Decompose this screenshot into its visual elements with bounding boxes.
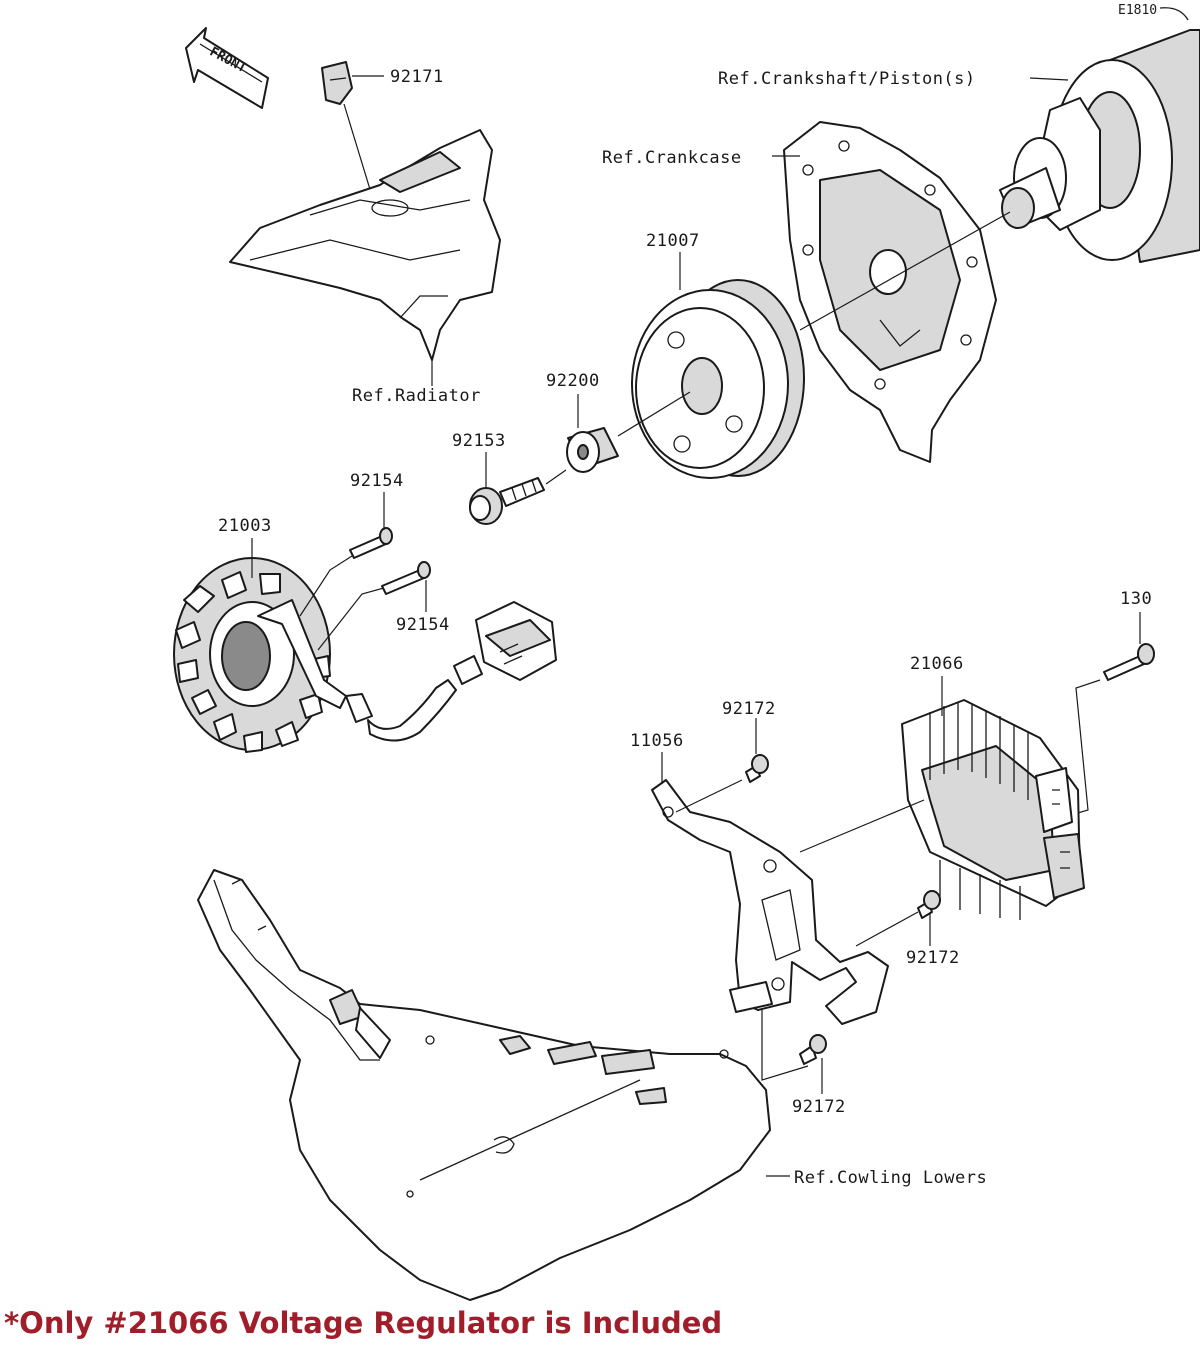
label-92172-bottom: 92172 [792, 1097, 846, 1117]
label-92200: 92200 [546, 371, 600, 391]
rotor-21007 [631, 279, 805, 479]
label-21066: 21066 [910, 654, 964, 674]
screw-92154-top [349, 527, 393, 559]
crankcase [783, 121, 997, 463]
radiator-shroud [229, 129, 501, 361]
label-92154-lower: 92154 [396, 615, 450, 635]
crankshaft [999, 29, 1200, 263]
screw-92172-mid [917, 890, 941, 919]
ref-cowling: Ref.Cowling Lowers [794, 1168, 987, 1188]
voltage-regulator-21066 [901, 699, 1085, 920]
ref-radiator: Ref.Radiator [352, 386, 481, 406]
screw-92172-top [745, 754, 769, 783]
label-21007: 21007 [646, 231, 700, 251]
stator-21003 [173, 557, 457, 753]
diagram-code: E1810 [1118, 3, 1157, 18]
screw-92154-lower [381, 561, 431, 595]
front-arrow-icon: FRONT [185, 27, 269, 109]
label-21003: 21003 [218, 516, 272, 536]
stator-connector [453, 601, 557, 685]
clip-92171 [321, 61, 353, 105]
label-130: 130 [1120, 589, 1152, 609]
cowling-lowers [197, 869, 771, 1301]
label-92153: 92153 [452, 431, 506, 451]
label-92154-top: 92154 [350, 471, 404, 491]
bolt-92153 [469, 477, 545, 525]
bracket-11056 [651, 779, 889, 1025]
label-92171: 92171 [390, 67, 444, 87]
washer-92200 [566, 427, 619, 473]
label-92172-mid: 92172 [906, 948, 960, 968]
inclusion-note: *Only #21066 Voltage Regulator is Includ… [4, 1306, 723, 1340]
bolt-130 [1103, 643, 1155, 681]
label-92172-top: 92172 [722, 699, 776, 719]
label-11056: 11056 [630, 731, 684, 751]
ref-crankcase: Ref.Crankcase [602, 148, 742, 168]
ref-crankshaft: Ref.Crankshaft/Piston(s) [718, 69, 976, 89]
screw-92172-bottom [799, 1034, 827, 1065]
